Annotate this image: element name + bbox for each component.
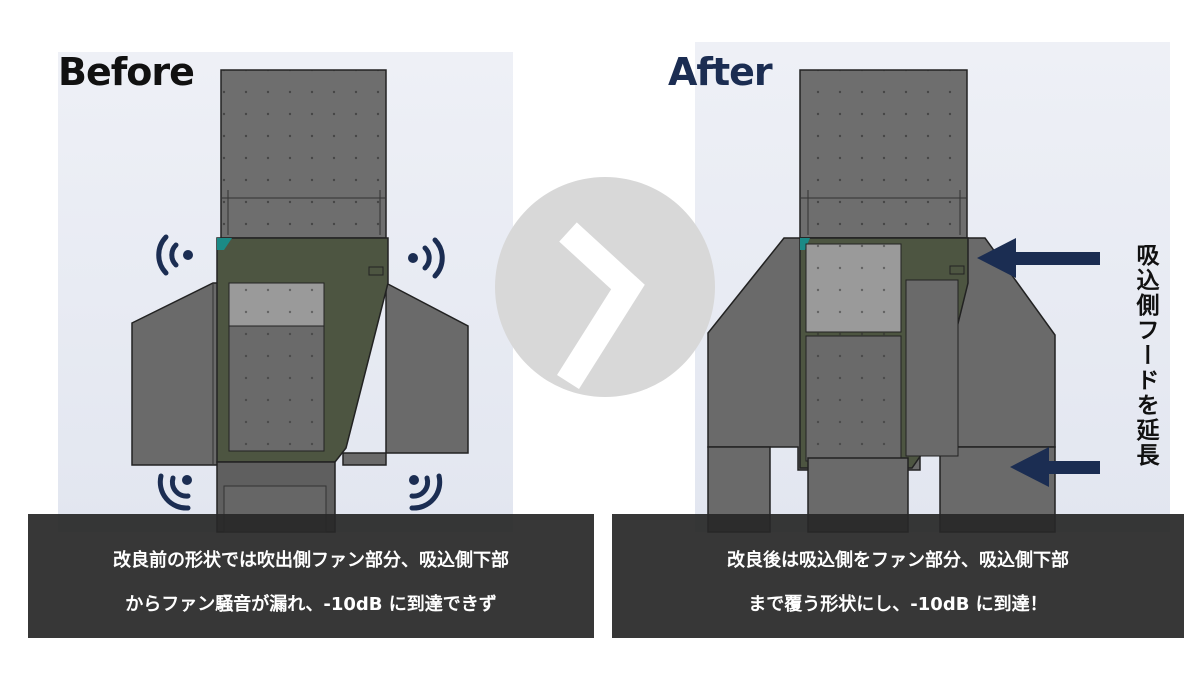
chevron-right-icon bbox=[495, 177, 715, 397]
hood-extension-label: 吸込側フードを延長 bbox=[1132, 243, 1158, 468]
after-caption: 改良後は吸込側をファン部分、吸込側下部 まで覆う形状にし、-10dB に到達！ bbox=[612, 514, 1184, 638]
before-caption: 改良前の形状では吹出側ファン部分、吸込側下部 からファン騒音が漏れ、-10dB … bbox=[28, 514, 594, 638]
after-caption-line-2: まで覆う形状にし、-10dB に到達！ bbox=[748, 594, 1048, 615]
before-left-wing bbox=[131, 282, 223, 466]
before-caption-line-1: 改良前の形状では吹出側ファン部分、吸込側下部 bbox=[113, 550, 509, 571]
before-title: Before bbox=[58, 50, 195, 94]
sound-wave-icon bbox=[156, 234, 193, 276]
before-machine bbox=[131, 69, 469, 533]
after-machine bbox=[707, 69, 1056, 533]
arrow-left-icon bbox=[977, 238, 1100, 278]
before-caption-line-2: からファン騒音が漏れ、-10dB に到達できず bbox=[125, 594, 497, 615]
after-caption-line-1: 改良後は吸込側をファン部分、吸込側下部 bbox=[727, 550, 1069, 571]
arrow-left-icon bbox=[1010, 447, 1100, 487]
sound-wave-icon bbox=[409, 473, 443, 511]
sound-wave-icon bbox=[408, 237, 445, 279]
after-title: After bbox=[668, 50, 773, 94]
sound-wave-icon bbox=[157, 473, 192, 511]
